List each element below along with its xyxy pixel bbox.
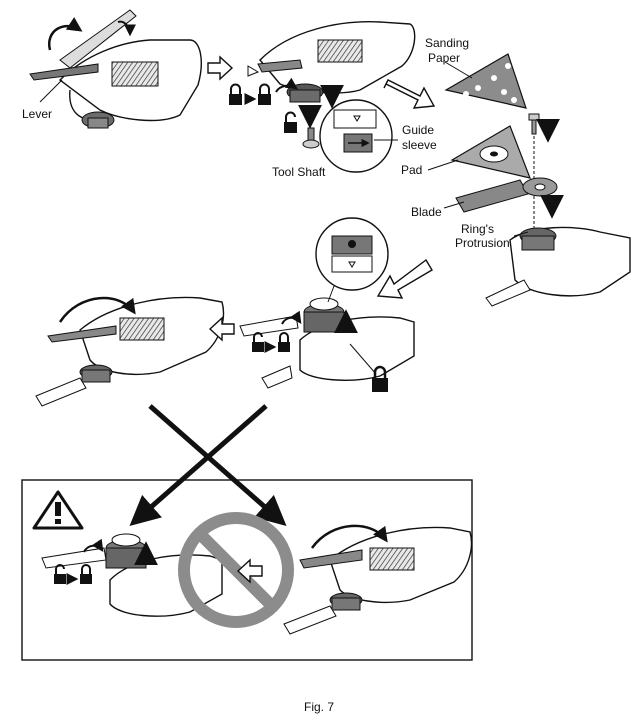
hollow-arrow-left-icon (208, 316, 235, 342)
lock-icon (372, 365, 388, 392)
hollow-arrow-diagonal-left-icon (376, 258, 433, 299)
label-pad: Pad (401, 163, 422, 177)
tool-illustration-lever-open (29, 9, 202, 129)
sanding-paper-part (444, 53, 527, 109)
screw-part (528, 113, 540, 135)
label-tool-shaft: Tool Shaft (272, 165, 326, 179)
label-rings-protrusion-line1: Ring's (461, 222, 494, 236)
label-rings-protrusion-line2: Protrusion (455, 236, 510, 250)
warning-icon (32, 490, 84, 530)
label-blade: Blade (411, 205, 442, 219)
label-guide-sleeve-line2: sleeve (402, 138, 437, 152)
unlock-icon (284, 111, 297, 133)
lock-transition-icon (229, 83, 271, 105)
pad-part (450, 125, 531, 179)
lock-transition-icon-middle (252, 332, 290, 353)
tool-illustration-assembly (485, 226, 631, 307)
hollow-arrow-diagonal-icon (383, 79, 436, 109)
warning-box (21, 479, 473, 661)
tool-illustration-guide-sleeve (247, 21, 416, 103)
tool-illustration-bottom-right (283, 524, 473, 635)
lock-transition-icon-bottom (54, 564, 92, 585)
prohibited-icon (178, 512, 294, 628)
figure-caption: Fig. 7 (303, 700, 334, 714)
label-guide-sleeve-line1: Guide (402, 123, 434, 137)
hollow-arrow-left-small-icon (236, 558, 263, 584)
label-lever: Lever (22, 107, 52, 121)
blade-part (455, 177, 558, 213)
tool-shaft-part (302, 127, 320, 149)
label-sanding-paper-line1: Sanding (425, 36, 469, 50)
tool-illustration-blade-install (239, 297, 415, 389)
hollow-arrow-right-icon (207, 55, 234, 81)
label-sanding-paper-line2: Paper (428, 51, 460, 65)
cross-icon (129, 404, 287, 526)
tool-illustration-lever-closed (35, 296, 225, 407)
